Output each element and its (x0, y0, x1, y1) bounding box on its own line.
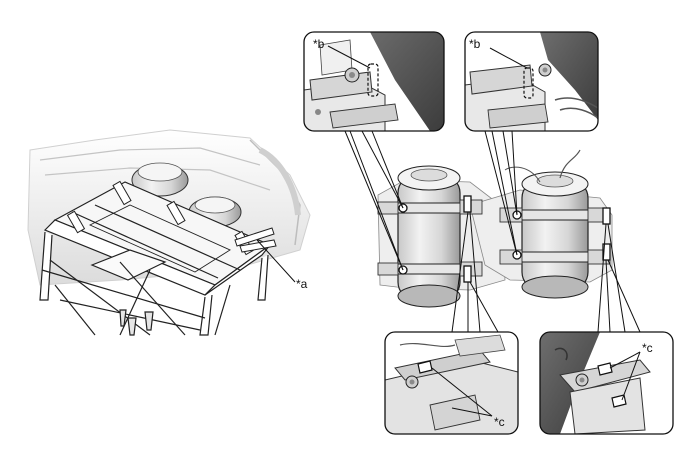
inset-bottom-right: *c (539, 331, 674, 435)
lift-frame (39, 181, 272, 336)
clip-marker (463, 195, 472, 213)
frame-clamps (66, 180, 277, 256)
callout-c-right: *c (642, 341, 653, 355)
inset-top-right: *b (464, 31, 599, 132)
callout-c-left: *c (494, 415, 505, 429)
clip-marker (463, 265, 472, 283)
clip-marker (602, 207, 611, 225)
overview-tank-left (131, 162, 189, 197)
leader-a (256, 239, 296, 283)
inset-top-left: *b (303, 31, 445, 132)
inset-leaders-bottom (451, 211, 641, 333)
accumulator-tank-2 (499, 149, 611, 299)
vehicle-underside-overview: *a (27, 129, 311, 336)
accumulator-tank-1 (377, 165, 483, 308)
inset-bottom-left: *c (384, 331, 519, 435)
callout-b-right: *b (469, 37, 481, 51)
callout-a: *a (296, 277, 308, 291)
inset-leaders-top (344, 130, 518, 271)
tank-assembly-right (344, 130, 641, 333)
callout-b-left: *b (313, 37, 325, 51)
